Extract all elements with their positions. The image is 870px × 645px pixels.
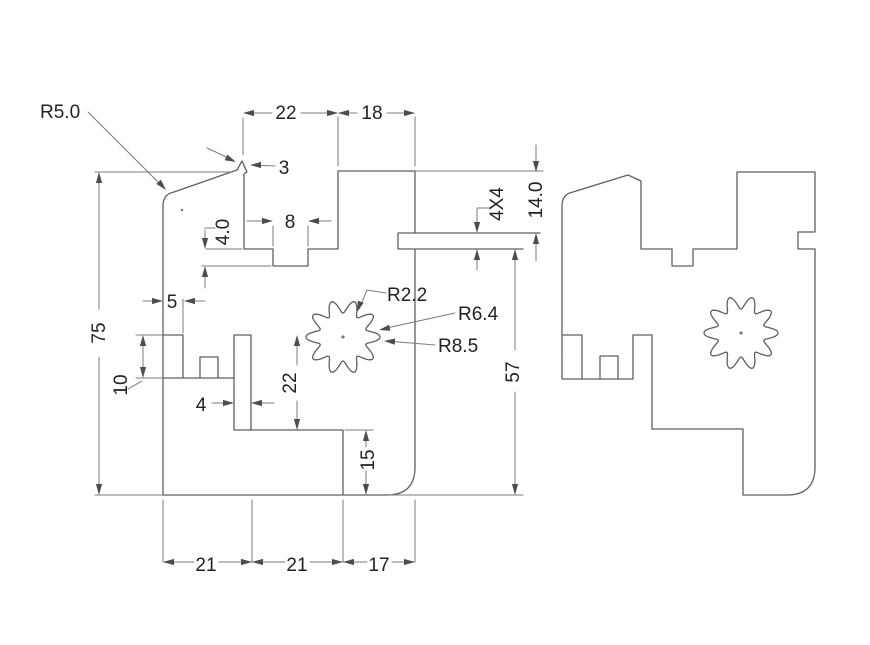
dim-label-r8-5: R8.5 (438, 336, 478, 357)
dimension-lines (87, 109, 544, 566)
dim-label-22-top: 22 (275, 103, 296, 124)
dim-label-4: 4 (196, 395, 207, 416)
stray-point-mark (180, 208, 184, 212)
dim-label-5: 5 (167, 292, 178, 313)
sprocket-profile-right (703, 297, 779, 369)
dim-label-21-b: 21 (286, 555, 307, 576)
sprocket-profile-left (305, 301, 381, 373)
dim-label-22-mid: 22 (280, 372, 301, 393)
dimension-labels: R5.0 22 18 3 4.0 8 5 10 4 22 15 21 21 17… (40, 102, 547, 576)
right-view (561, 171, 816, 496)
dimension-line-work (87, 111, 544, 563)
dim-label-10: 10 (111, 374, 132, 395)
dim-label-4x4: 4X4 (487, 187, 508, 221)
dim-label-r2-2: R2.2 (387, 285, 427, 306)
dim-label-8: 8 (285, 212, 296, 233)
dim-label-17: 17 (368, 555, 389, 576)
dim-label-21-a: 21 (195, 555, 216, 576)
left-view (162, 160, 541, 496)
dim-label-75: 75 (89, 322, 110, 343)
dim-label-r5: R5.0 (40, 102, 80, 123)
right-view-outline (561, 171, 816, 496)
dim-label-15: 15 (358, 449, 379, 470)
center-mark-left-gear (341, 335, 345, 339)
center-mark-right-gear (739, 331, 743, 335)
dim-label-14-0: 14.0 (526, 182, 547, 219)
dim-label-3: 3 (279, 158, 290, 179)
dim-label-57: 57 (503, 361, 524, 382)
dim-label-4-0: 4.0 (213, 219, 234, 245)
left-view-outline (162, 160, 541, 496)
dim-label-18: 18 (361, 103, 382, 124)
dim-label-r6-4: R6.4 (458, 304, 499, 325)
